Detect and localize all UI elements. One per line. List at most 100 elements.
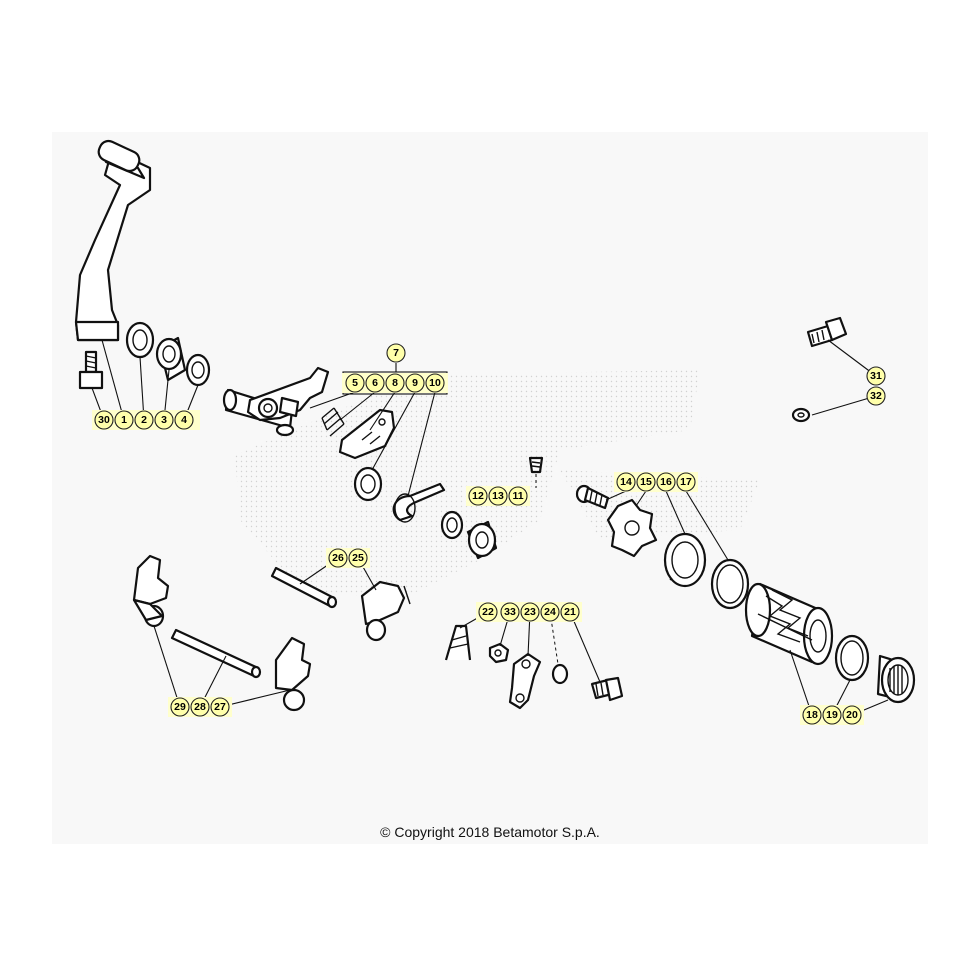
- needle-bearing-20: [876, 654, 916, 704]
- callout-21: 21: [560, 602, 580, 622]
- bush-13: [466, 520, 498, 560]
- gear-lever: [74, 139, 152, 342]
- bolt-30: [78, 350, 104, 390]
- callout-11: 11: [508, 486, 528, 506]
- svg-text:7: 7: [393, 347, 399, 359]
- svg-text:28: 28: [194, 701, 206, 713]
- callout-28: 28: [190, 697, 210, 717]
- callout-24: 24: [540, 602, 560, 622]
- svg-text:32: 32: [870, 390, 882, 402]
- callout-30: 30: [94, 410, 114, 430]
- svg-text:19: 19: [826, 709, 838, 721]
- callout-15: 15: [636, 472, 656, 492]
- svg-text:14: 14: [620, 476, 632, 488]
- washer-4: [185, 353, 211, 387]
- svg-text:2: 2: [141, 414, 147, 426]
- callout-25: 25: [348, 548, 368, 568]
- ring-17: [710, 558, 750, 610]
- callout-27: 27: [210, 697, 230, 717]
- svg-text:13: 13: [492, 490, 504, 502]
- callout-6: 6: [365, 373, 385, 393]
- svg-text:24: 24: [544, 606, 556, 618]
- spring-22: [444, 624, 472, 661]
- svg-text:15: 15: [640, 476, 652, 488]
- callout-17: 17: [676, 472, 696, 492]
- callout-3: 3: [154, 410, 174, 430]
- callout-33: 33: [500, 602, 520, 622]
- washer-32: [791, 407, 811, 423]
- svg-text:10: 10: [429, 377, 441, 389]
- bush-9: [353, 466, 383, 502]
- star-cam-15: [606, 498, 658, 558]
- shift-rod-28: [170, 628, 262, 679]
- callout-5: 5: [345, 373, 365, 393]
- rod-26: [270, 566, 338, 609]
- callout-14: 14: [616, 472, 636, 492]
- svg-text:8: 8: [392, 377, 398, 389]
- ring-19: [834, 634, 870, 682]
- svg-text:1: 1: [121, 414, 127, 426]
- callout-26: 26: [328, 548, 348, 568]
- bolt-21: [590, 676, 624, 702]
- shift-fork-27: [274, 636, 312, 712]
- washer-2: [125, 321, 155, 359]
- callout-4: 4: [174, 410, 194, 430]
- svg-text:17: 17: [680, 476, 692, 488]
- svg-text:4: 4: [181, 414, 187, 426]
- callout-9: 9: [405, 373, 425, 393]
- callout-16: 16: [656, 472, 676, 492]
- svg-text:31: 31: [870, 370, 882, 382]
- svg-text:33: 33: [504, 606, 516, 618]
- callout-13: 13: [488, 486, 508, 506]
- svg-text:16: 16: [660, 476, 672, 488]
- callout-19: 19: [822, 705, 842, 725]
- washer-24: [551, 663, 569, 685]
- svg-text:29: 29: [174, 701, 186, 713]
- callout-22: 22: [478, 602, 498, 622]
- bush-3: [155, 336, 187, 382]
- svg-text:21: 21: [564, 606, 576, 618]
- washer-12: [440, 510, 464, 540]
- svg-text:18: 18: [806, 709, 818, 721]
- callout-32: 32: [866, 386, 886, 406]
- svg-text:11: 11: [512, 490, 523, 502]
- screw-11: [528, 456, 544, 474]
- callout-1: 1: [114, 410, 134, 430]
- svg-text:22: 22: [482, 606, 494, 618]
- screw-14: [575, 484, 610, 510]
- callout-12: 12: [468, 486, 488, 506]
- callout-20: 20: [842, 705, 862, 725]
- selector-plate-8: [338, 408, 396, 460]
- spring-6: [321, 407, 345, 437]
- copyright-text: © Copyright 2018 Betamotor S.p.A.: [380, 824, 600, 840]
- shift-fork-29: [132, 554, 170, 628]
- svg-text:27: 27: [214, 701, 226, 713]
- callout-31: 31: [866, 366, 886, 386]
- bearing-16: [663, 532, 707, 588]
- svg-text:25: 25: [352, 552, 364, 564]
- callout-8: 8: [385, 373, 405, 393]
- shift-shaft: [222, 366, 330, 437]
- fork-25: [360, 580, 411, 642]
- callout-18: 18: [802, 705, 822, 725]
- leader-lines: [91, 339, 889, 716]
- callout-10: 10: [425, 373, 445, 393]
- callout-29: 29: [170, 697, 190, 717]
- lever-23: [508, 652, 542, 710]
- nut-33: [488, 642, 510, 664]
- svg-text:9: 9: [412, 377, 418, 389]
- callout-23: 23: [520, 602, 540, 622]
- svg-text:5: 5: [352, 377, 358, 389]
- svg-text:20: 20: [846, 709, 858, 721]
- svg-text:30: 30: [98, 414, 110, 426]
- svg-text:26: 26: [332, 552, 344, 564]
- svg-text:3: 3: [161, 414, 167, 426]
- callouts: 30 1 2 3 4 7 5 6 8 9 10 12 13 11 14 15 1…: [94, 343, 886, 725]
- selector-drum-18: [744, 582, 834, 666]
- svg-text:12: 12: [472, 490, 484, 502]
- callout-2: 2: [134, 410, 154, 430]
- bolt-31: [806, 316, 848, 348]
- svg-text:23: 23: [524, 606, 536, 618]
